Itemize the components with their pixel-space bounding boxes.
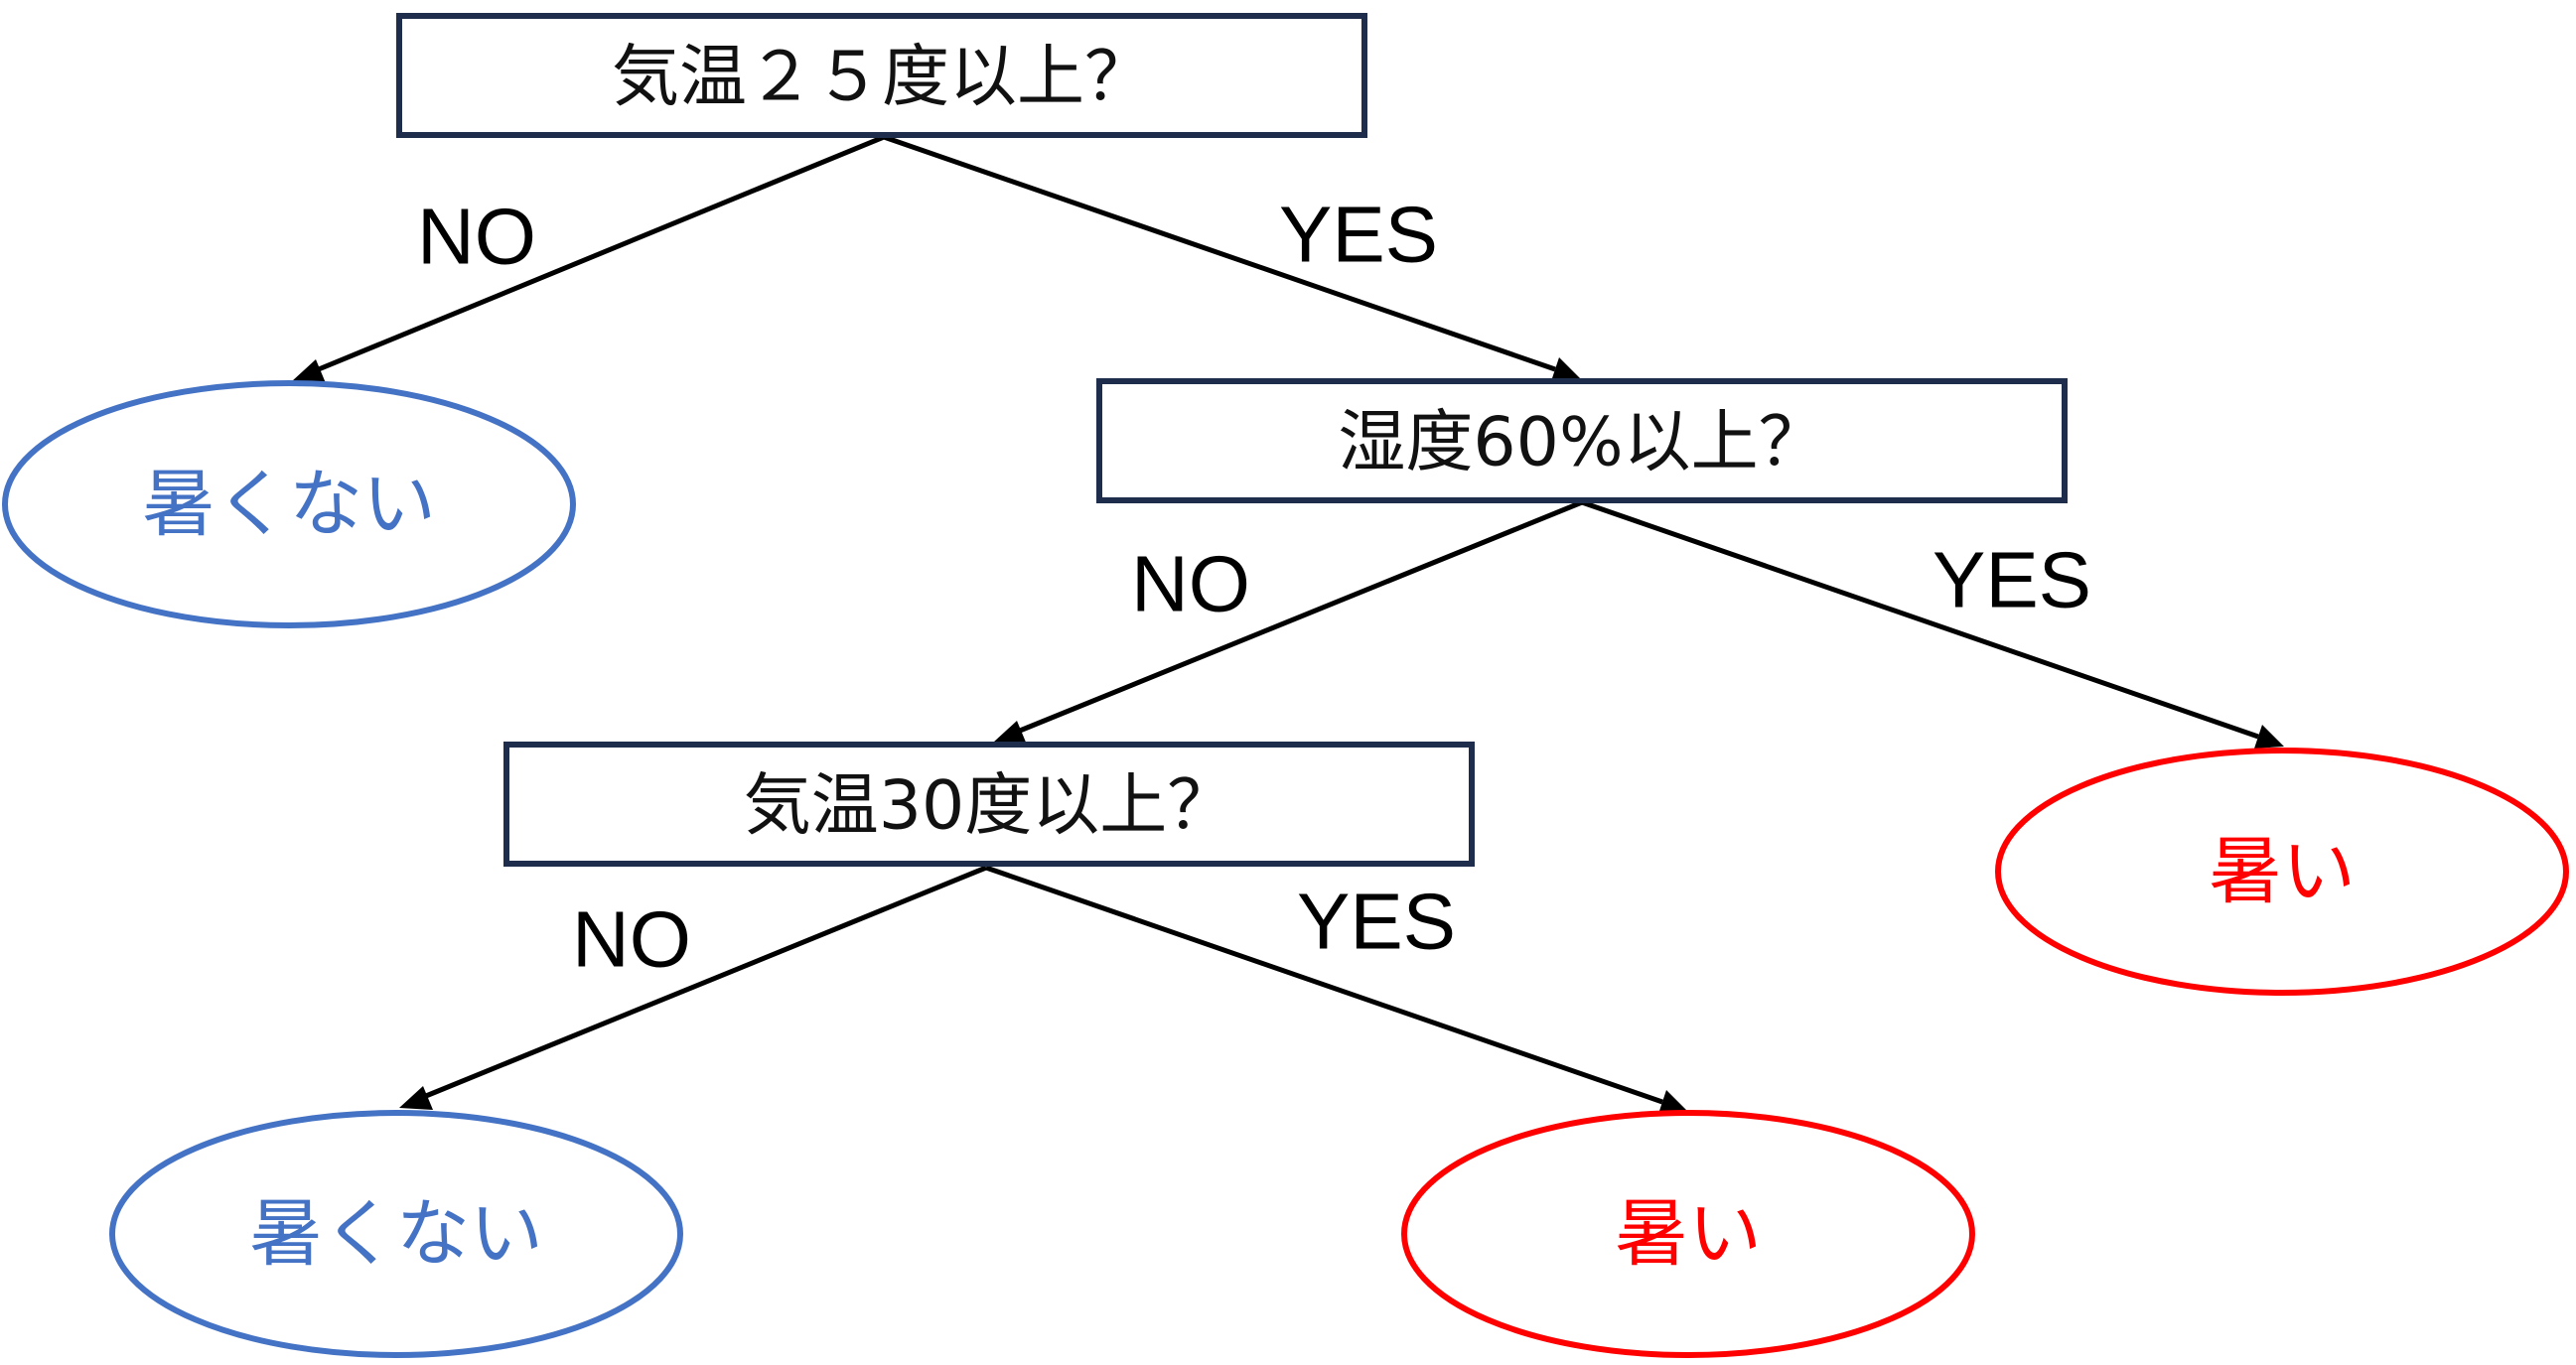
- edge-temp30-to-leaf3: [420, 865, 987, 1101]
- arrowhead-humidity-to-leaf2: [2254, 725, 2284, 749]
- edge-label-root-yes: YES: [1279, 191, 1438, 279]
- decision-box-root: [396, 13, 1367, 138]
- leaf-node-2: 暑い: [1995, 748, 2569, 996]
- leaf-oval-4: [1401, 1110, 1975, 1358]
- leaf-node-3: 暑くない: [109, 1110, 683, 1358]
- decision-label-root: 気温２５度以上？: [612, 39, 1152, 117]
- arrowhead-humidity-to-temp30: [993, 721, 1027, 745]
- decision-label-humidity: 湿度60%以上？: [1338, 404, 1825, 482]
- decision-box-humidity: [1096, 378, 2068, 503]
- leaf-label-1: 暑くない: [142, 462, 436, 547]
- leaf-label-4: 暑い: [1615, 1191, 1762, 1277]
- arrowhead-root-to-leaf1: [292, 359, 326, 383]
- edge-root-to-humidity: [883, 134, 1556, 372]
- decision-node-humidity: 湿度60%以上？: [1096, 378, 2068, 503]
- leaf-label-2: 暑い: [2209, 829, 2356, 914]
- edge-label-root-no: NO: [417, 193, 536, 281]
- decision-node-temp30: 気温30度以上？: [503, 742, 1475, 867]
- edge-label-humidity-yes: YES: [1932, 536, 2091, 624]
- leaf-oval-2: [1995, 748, 2569, 996]
- leaf-oval-1: [2, 380, 576, 628]
- leaf-label-3: 暑くない: [249, 1191, 543, 1277]
- edges: [292, 134, 2284, 1114]
- edge-labels: NO YES NO YES NO YES: [417, 191, 2091, 984]
- leaf-node-1: 暑くない: [2, 380, 576, 628]
- decision-node-root: 気温２５度以上？: [396, 13, 1367, 138]
- edge-label-temp30-no: NO: [572, 895, 691, 984]
- edge-root-to-leaf1: [313, 134, 885, 374]
- decision-box-temp30: [503, 742, 1475, 867]
- edge-temp30-to-leaf4: [985, 865, 1663, 1105]
- arrowhead-root-to-humidity: [1551, 357, 1581, 381]
- edge-humidity-to-temp30: [1014, 499, 1583, 736]
- leaf-node-4: 暑い: [1401, 1110, 1975, 1358]
- edge-label-temp30-yes: YES: [1297, 878, 1456, 966]
- decision-label-temp30: 気温30度以上？: [744, 767, 1235, 846]
- edge-humidity-to-leaf2: [1581, 499, 2259, 740]
- arrowhead-temp30-to-leaf4: [1658, 1090, 1688, 1114]
- edge-label-humidity-no: NO: [1131, 540, 1250, 628]
- leaf-oval-3: [109, 1110, 683, 1358]
- arrowhead-temp30-to-leaf3: [399, 1086, 433, 1110]
